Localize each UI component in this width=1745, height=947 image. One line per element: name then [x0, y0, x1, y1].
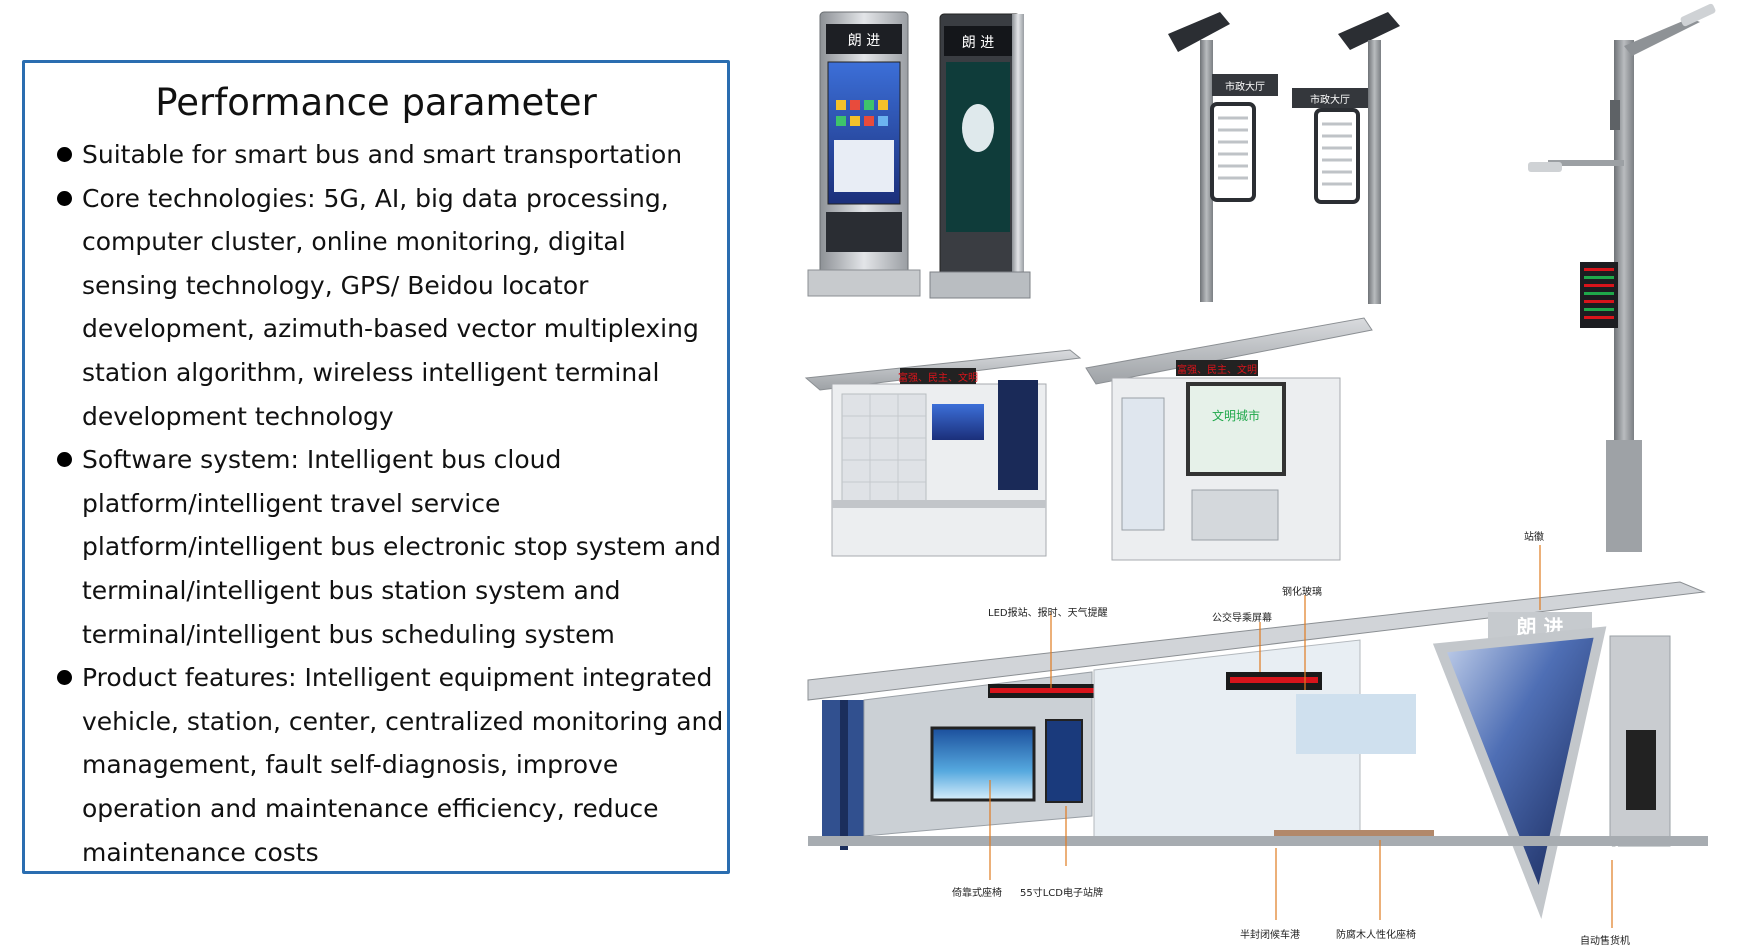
callout-tempered-glass: 钢化玻璃 — [1282, 587, 1322, 598]
digital-kiosk-front: 朗 进 — [807, 11, 921, 297]
smart-bus-shelter: 朗 进 JSH — [807, 581, 1708, 920]
callout-vending-machine: 自动售货机 — [1580, 936, 1630, 947]
shelter-brand: 朗 进 — [1517, 615, 1564, 639]
performance-panel: Performance parameter Suitable for smart… — [22, 60, 730, 874]
bullet-dot-icon — [57, 147, 72, 162]
sign-left: 市政大厅 — [1225, 80, 1265, 93]
callout-led-announce: LED报站、报时、天气提醒 — [988, 608, 1108, 619]
bullet-item: Software system: Intelligent bus cloud p… — [55, 438, 725, 656]
callout-lines — [989, 545, 1613, 928]
bullet-dot-icon — [57, 190, 72, 206]
shelter-side-text: JSH — [1593, 843, 1619, 858]
smart-service-booth-left: 富强、民主、文明 — [804, 349, 1082, 557]
callout-guide-screen: 公交导乘屏幕 — [1212, 613, 1272, 624]
callout-lcd-stop-sign: 55寸LCD电子站牌 — [1020, 888, 1103, 899]
bullet-dot-icon — [57, 452, 72, 468]
booth-right-banner: 富强、民主、文明 — [1177, 363, 1257, 376]
smart-bus-stop-sign-poles: 市政大厅 市政大厅 — [1168, 12, 1400, 304]
digital-kiosk-side: 朗 进 — [929, 13, 1031, 299]
callout-semi-enclosed: 半封闭候车港 — [1240, 930, 1300, 941]
bullet-dot-icon — [57, 670, 72, 686]
bullet-text: Product features: Intelligent equipment … — [82, 663, 724, 867]
bullet-list: Suitable for smart bus and smart transpo… — [55, 133, 725, 874]
bullet-item: Core technologies: 5G, AI, big data proc… — [55, 177, 725, 439]
sign-right: 市政大厅 — [1310, 93, 1350, 106]
bullet-text: Core technologies: 5G, AI, big data proc… — [82, 183, 699, 431]
bullet-text: Software system: Intelligent bus cloud p… — [82, 445, 722, 649]
bullet-text: Suitable for smart bus and smart transpo… — [82, 140, 683, 169]
kiosk-brand-left: 朗 进 — [848, 33, 880, 49]
booth-left-banner: 富强、民主、文明 — [898, 371, 978, 384]
callout-station-logo: 站徽 — [1524, 532, 1544, 543]
callout-wood-seat: 防腐木人性化座椅 — [1336, 930, 1416, 941]
smart-service-booth-right: 富强、民主、文明 文明城市 — [1085, 317, 1373, 561]
panel-title: Performance parameter — [155, 81, 597, 124]
bullet-item: Suitable for smart bus and smart transpo… — [55, 133, 725, 177]
bullet-item: Product features: Intelligent equipment … — [55, 656, 725, 874]
kiosk-brand-right: 朗 进 — [962, 35, 994, 51]
smart-lamp-post — [1528, 3, 1716, 552]
callout-leaning-seat: 倚靠式座椅 — [952, 888, 1002, 899]
booth-screen-text: 文明城市 — [1212, 408, 1260, 423]
